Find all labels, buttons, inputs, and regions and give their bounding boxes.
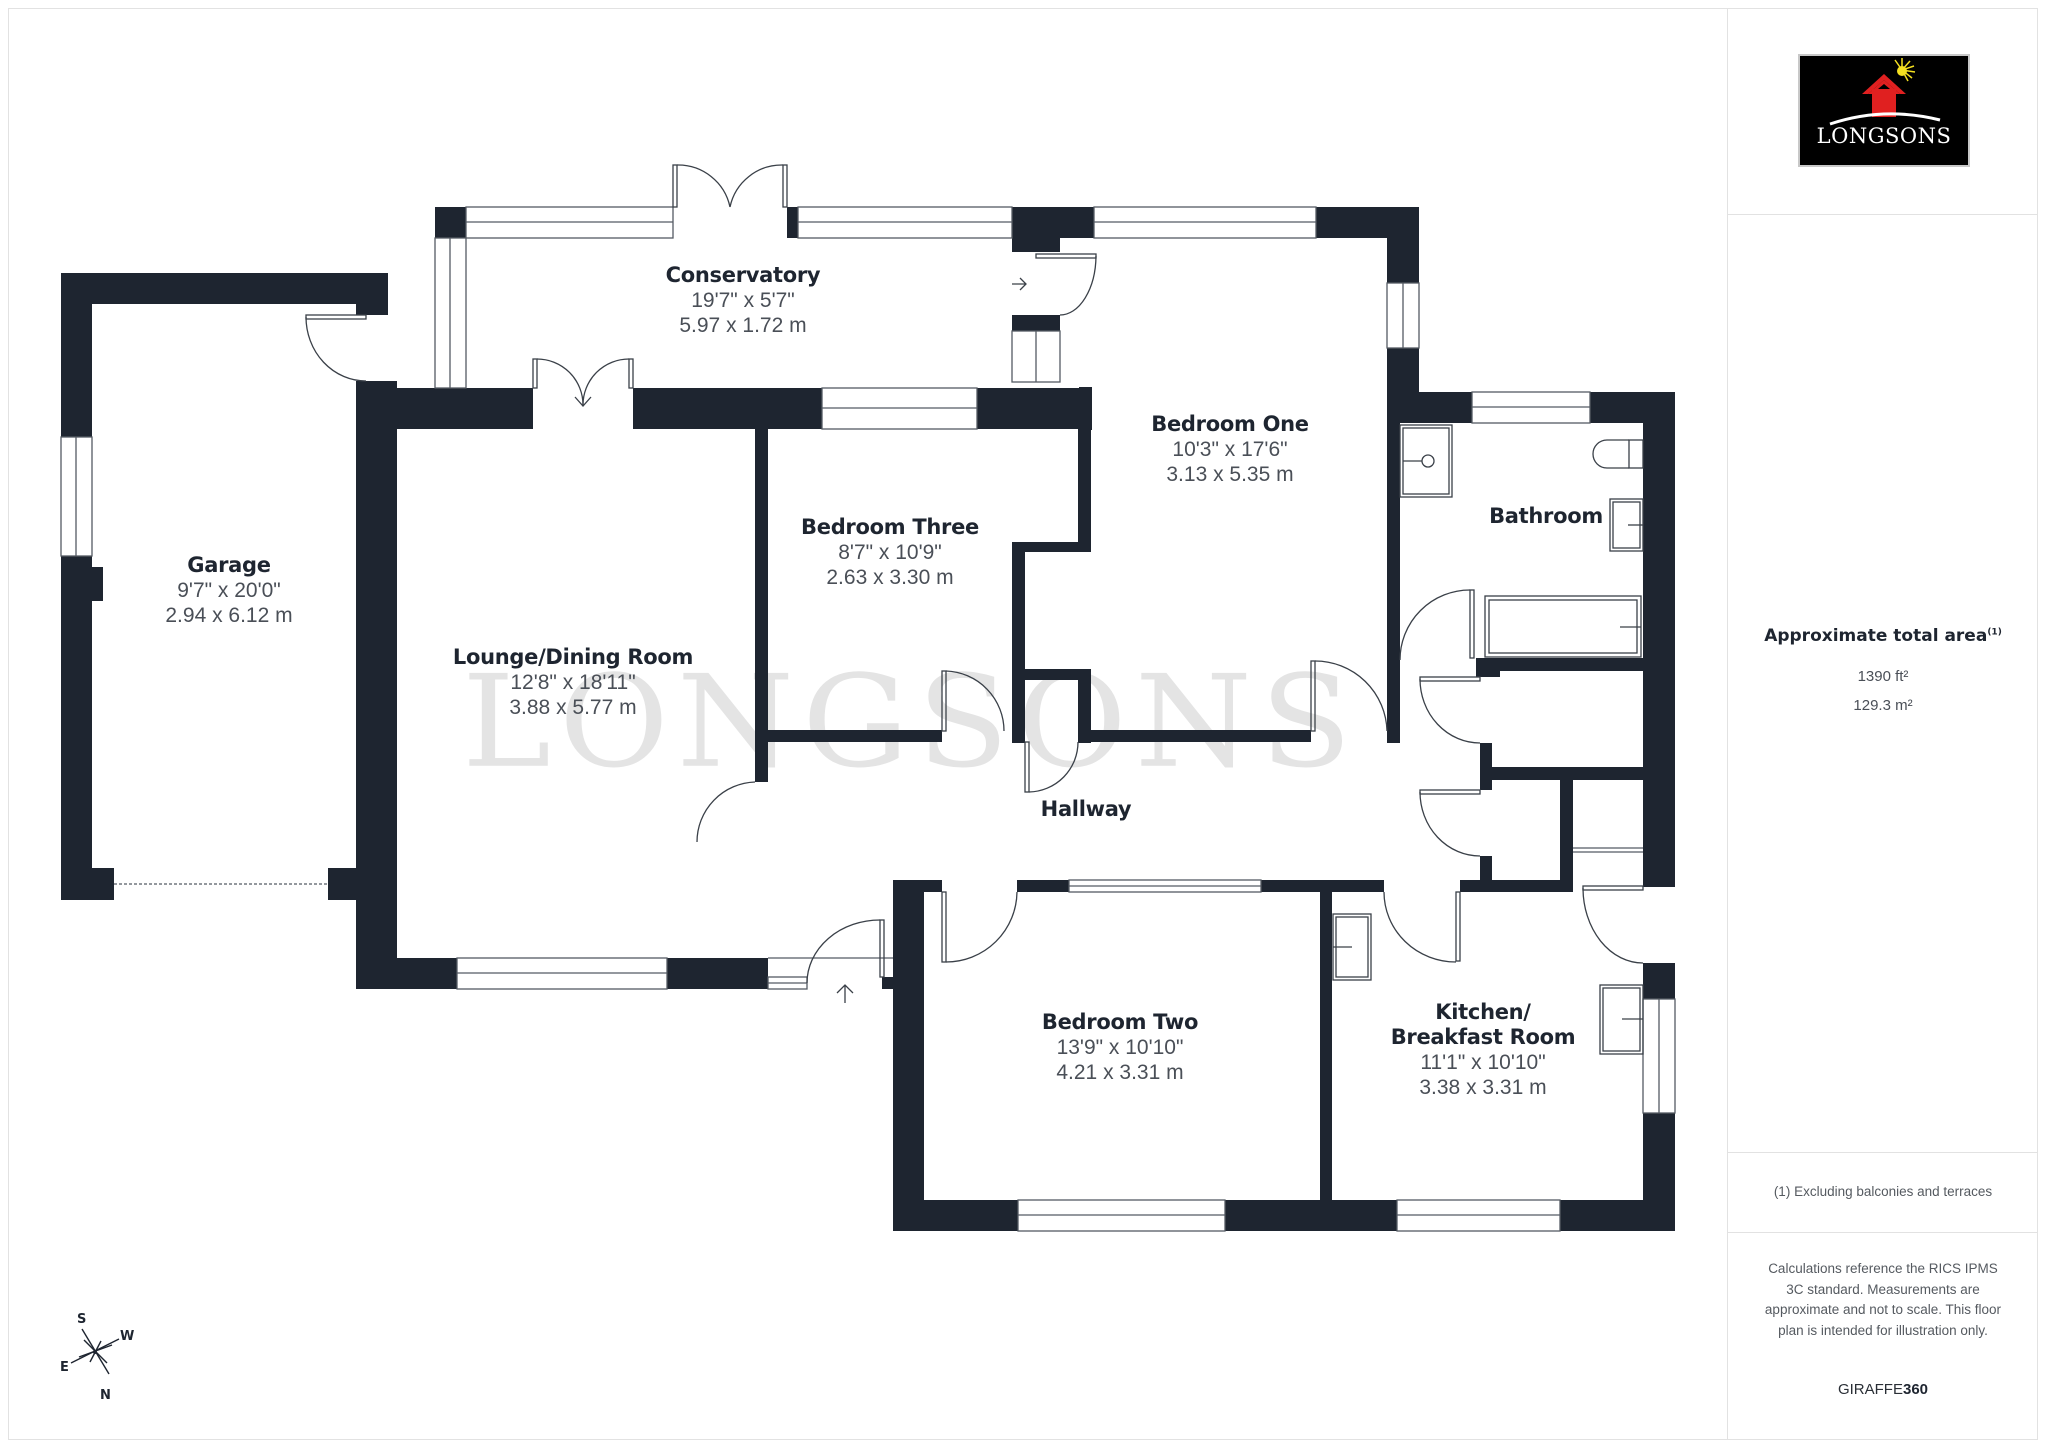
house-sun-icon — [1829, 58, 1941, 126]
room-label-kitchen: Kitchen/ Breakfast Room 11'1" x 10'10" 3… — [1390, 1000, 1576, 1099]
compass-icon — [70, 1328, 120, 1375]
longsons-logo: LONGSONS — [1798, 54, 1970, 167]
footnote: (1) Excluding balconies and terraces — [1773, 1184, 1993, 1199]
floor-plan: LONGSONS — [55, 164, 1676, 1412]
windows — [60, 206, 1676, 1232]
disclaimer: Calculations reference the RICS IPMS 3C … — [1764, 1261, 2002, 1338]
fixtures — [1332, 424, 1644, 1055]
room-label-bedroom-two: Bedroom Two 13'9" x 10'10" 4.21 x 3.31 m — [1041, 1010, 1199, 1084]
info-sidebar: LONGSONS Approximate total area(1) 1390 … — [1727, 8, 2038, 1440]
room-label-garage: Garage 9'7" x 20'0" 2.94 x 6.12 m — [165, 553, 293, 627]
room-label-bathroom: Bathroom — [1489, 504, 1603, 528]
floor-plan-drawing — [60, 164, 1676, 1232]
room-label-lounge: Lounge/Dining Room 12'8" x 18'11" 3.88 x… — [452, 645, 694, 719]
room-label-bedroom-three: Bedroom Three 8'7" x 10'9" 2.63 x 3.30 m — [801, 515, 979, 589]
room-label-conservatory: Conservatory 19'7" x 5'7" 5.97 x 1.72 m — [665, 263, 821, 337]
area-title: Approximate total area(1) — [1764, 626, 2002, 646]
logo-section: LONGSONS — [1728, 8, 2038, 215]
area-section — [1728, 215, 2038, 1153]
doors — [305, 164, 1644, 1003]
room-label-bedroom-one: Bedroom One 10'3" x 17'6" 3.13 x 5.35 m — [1151, 412, 1309, 486]
watermark: LONGSONS — [462, 647, 1360, 797]
walls — [61, 207, 1675, 1231]
area-sqm: 129.3 m² — [1853, 697, 1913, 714]
giraffe360-brand: GIRAFFE360 — [1837, 1381, 1929, 1398]
logo-wordmark: LONGSONS — [1816, 124, 1952, 148]
page-frame — [8, 8, 2038, 1440]
room-label-hallway: Hallway — [1040, 797, 1132, 821]
area-sqft: 1390 ft² — [1857, 668, 1909, 685]
footnote-section — [1728, 1153, 2038, 1233]
compass-rose: S W E N — [55, 1312, 155, 1412]
